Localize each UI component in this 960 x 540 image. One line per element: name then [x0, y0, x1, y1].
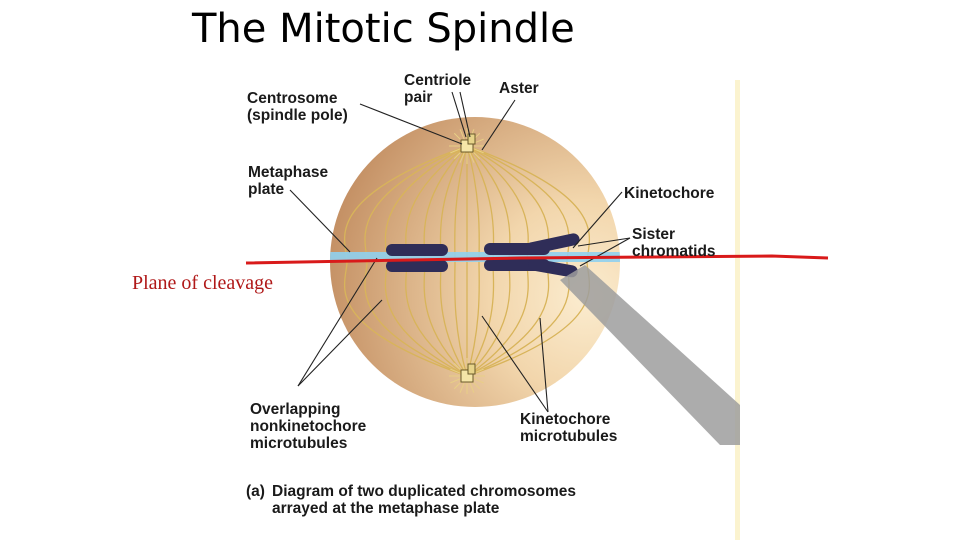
cleavage-plane-line — [245, 254, 829, 265]
aster-ray — [469, 152, 475, 163]
aster-ray — [450, 368, 461, 374]
aster-ray — [459, 359, 465, 370]
label-centrosome: Centrosome (spindle pole) — [247, 90, 348, 124]
aster-ray — [473, 148, 484, 154]
figure-caption: Diagram of two duplicated chromosomes ar… — [272, 483, 577, 517]
chromosome — [386, 244, 448, 256]
label-overlapping-microtubules: Overlapping nonkinetochore microtubules — [250, 401, 367, 452]
centrosome-top — [460, 133, 476, 153]
metaphase-plate-band — [330, 252, 620, 262]
cleavage-plane-label: Plane of cleavage — [132, 272, 274, 294]
aster-ray — [473, 378, 484, 384]
label-kinetochore-microtubules: Kinetochore microtubules — [520, 411, 618, 445]
chromosome — [525, 233, 580, 255]
chromosome — [386, 260, 448, 272]
chromosomes — [386, 233, 580, 278]
pointer-arrow — [560, 265, 740, 445]
aster-ray — [459, 152, 465, 163]
aster-ray — [450, 148, 461, 154]
aster-ray — [459, 129, 465, 140]
chromosome — [528, 258, 578, 278]
label-kinetochore: Kinetochore — [624, 185, 715, 202]
label-metaphase-plate: Metaphase plate — [248, 164, 329, 198]
edge-strip — [735, 80, 740, 540]
aster-ray — [450, 378, 461, 384]
label-centriole-pair: Centriole pair — [404, 72, 472, 106]
leader-lines — [289, 91, 631, 413]
centrosome-bottom — [460, 363, 476, 383]
aster-ray — [459, 382, 465, 393]
label-sister-chromatids: Sister chromatids — [632, 226, 716, 260]
slide-title: The Mitotic Spindle — [192, 6, 575, 52]
aster-ray — [469, 382, 475, 393]
caption-tag: (a) — [246, 483, 265, 500]
label-aster: Aster — [499, 80, 539, 97]
